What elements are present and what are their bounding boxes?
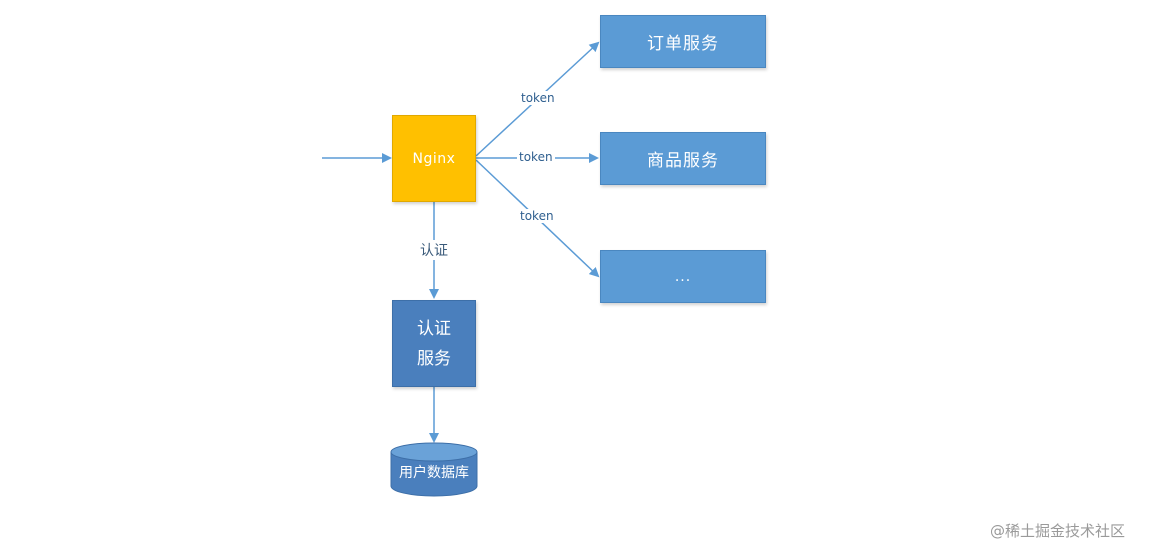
user-db-label: 用户数据库 xyxy=(399,465,469,481)
nginx-node: Nginx xyxy=(392,115,476,202)
more-services-node: ... xyxy=(600,250,766,303)
product-service-node: 商品服务 xyxy=(600,132,766,185)
auth-service-label-line1: 认证 xyxy=(417,318,451,339)
token-label-order: token xyxy=(519,91,557,105)
auth-service-label-line2: 服务 xyxy=(417,348,451,369)
auth-service-node: 认证 服务 xyxy=(392,300,476,387)
token-label-more: token xyxy=(518,209,556,223)
user-database xyxy=(390,442,478,497)
auth-edge-label: 认证 xyxy=(418,240,450,260)
watermark: @稀土掘金技术社区 xyxy=(990,522,1126,540)
order-service-node: 订单服务 xyxy=(600,15,766,68)
token-label-product: token xyxy=(517,150,555,164)
